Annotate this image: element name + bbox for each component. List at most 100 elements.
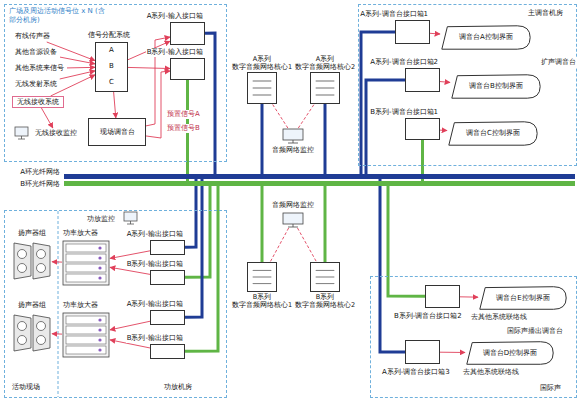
fiber-link: [261, 186, 264, 262]
core-slot: [316, 283, 335, 284]
source-device: 其他系统来信号: [12, 63, 67, 74]
note-label: 去其他系统联络线: [470, 313, 528, 322]
rack-drawing: [62, 240, 110, 286]
core-slot: [316, 94, 335, 95]
note-label: 国际声播出调音台: [506, 327, 564, 336]
node-label: A: [108, 46, 115, 55]
signal-link: [110, 321, 150, 330]
speaker-cone: [18, 264, 27, 273]
console-surface: 调音台E控制界面: [478, 285, 568, 311]
node-label: 音频网络监控: [271, 146, 315, 155]
monitor-stand: [288, 224, 298, 227]
network-core: B系列 数字音频网络核心2: [310, 262, 340, 292]
fiber-link: [366, 80, 405, 174]
fiber-link: [324, 104, 327, 174]
interface-box: A系列-调音台接口箱2: [405, 68, 440, 92]
core-slot: [253, 87, 272, 88]
node-label: 扬声器组: [17, 301, 47, 310]
speaker-group: 扬声器组: [12, 312, 52, 354]
interface-box: B系列-输入接口箱: [170, 58, 205, 80]
node-label: 调音台E控制界面: [495, 294, 550, 303]
receiver-box: 无线接收系统: [12, 96, 64, 108]
signal-link: [52, 261, 62, 262]
note-label: 功放监控: [86, 215, 116, 224]
node-label: 功放机房: [163, 383, 193, 392]
node-label: A系列-输出接口箱: [126, 230, 184, 239]
node-label: 信号分配系统: [87, 31, 131, 40]
node-label: C: [108, 78, 115, 87]
node-label: 无线接收系统: [16, 98, 60, 107]
console-surface: 调音台C控制界面: [447, 120, 539, 147]
rack-led: [98, 246, 101, 249]
source-device: 无线发射系统: [12, 79, 60, 90]
rack-led: [98, 348, 101, 351]
speaker-cabinet: [33, 315, 50, 351]
node-label: 其他系统来信号: [14, 64, 65, 73]
network-monitor: 音频网络监控: [282, 212, 304, 228]
console-shape: [467, 342, 553, 365]
rack-unit: [66, 254, 106, 262]
signal-link: [60, 57, 95, 64]
note-label: 扩声调音台: [540, 58, 577, 67]
source-device: 有线传声器: [12, 31, 53, 42]
rack-led: [98, 318, 101, 321]
fiber-link: [261, 104, 264, 174]
zone-divider: [58, 211, 59, 397]
node-label: 国际声: [539, 384, 562, 393]
fiber-link: [205, 33, 215, 174]
node-label: 调音台D控制界面: [482, 349, 538, 358]
rack-led: [98, 338, 101, 341]
fiber-ring: A环光纤网络: [64, 174, 575, 179]
node-label: 活动现场: [11, 383, 41, 392]
node-label: 现场调音台: [99, 128, 136, 137]
signal-link: [440, 352, 465, 353]
node-label: 功率放大器: [62, 229, 99, 238]
signal-link: [440, 130, 447, 131]
speaker-cone: [18, 322, 27, 331]
speaker-drawing: [12, 240, 52, 282]
console-surface: 调音台B控制界面: [450, 73, 542, 100]
rack-unit: [66, 326, 106, 334]
rack-led: [98, 256, 101, 259]
source-device: 其他音源设备: [12, 47, 60, 58]
interface-box: A系列-调音台接口箱3: [405, 340, 440, 364]
rack-frame: [63, 313, 109, 357]
monitor-icon: [124, 212, 137, 224]
rack-unit: [66, 316, 106, 324]
console-shape: [449, 122, 537, 145]
console-box: 现场调音台: [88, 118, 146, 146]
node-label: A系列-输出接口箱: [126, 300, 184, 309]
control-room-zone: 主调音机房A系列-调音台接口箱1调音台A控制界面A系列-调音台接口箱2调音台B控…: [358, 4, 577, 166]
fiber-link: [388, 186, 425, 296]
monitor-drawing: [282, 128, 304, 144]
node-label: A系列-调音台接口箱3: [381, 368, 451, 377]
network-core: A系列 数字音频网络核心1: [247, 72, 277, 104]
fiber-ring: B环光纤网络: [64, 181, 575, 186]
interface-box: A系列-输入接口箱: [170, 22, 205, 45]
signal-link: [460, 296, 478, 297]
fiber-link: [185, 186, 210, 277]
speaker-cabinet: [14, 315, 31, 351]
edge-label: 预置信号A: [166, 110, 201, 119]
core-slot: [316, 80, 335, 81]
node-label: A系列-输入接口箱: [146, 12, 204, 21]
signal-link: [67, 67, 95, 69]
signal-link: [110, 251, 150, 259]
interface-box: B系列-输出接口箱: [150, 344, 185, 359]
rack-drawing: [62, 312, 110, 358]
node-label: 主调音机房: [527, 9, 564, 18]
monitor-stand: [288, 140, 298, 143]
interface-box: B系列-调音台接口箱1: [405, 118, 440, 140]
node-label: A系列 数字音频网络核心2: [294, 55, 356, 71]
rack-unit: [66, 336, 106, 344]
signal-link: [270, 228, 288, 262]
fiber-link: [185, 179, 202, 317]
node-label: A系列-调音台接口箱2: [369, 58, 439, 67]
broadcast-zone: 国际声B系列-调音台接口箱2调音台E控制界面调音台D控制界面A系列-调音台接口箱…: [370, 276, 577, 398]
node-label: B环光纤网络: [19, 180, 61, 189]
fiber-link: [185, 179, 196, 247]
console-shape: [442, 26, 530, 49]
speaker-cabinet: [33, 243, 50, 279]
interface-box: A系列-调音台接口箱1: [395, 20, 430, 44]
